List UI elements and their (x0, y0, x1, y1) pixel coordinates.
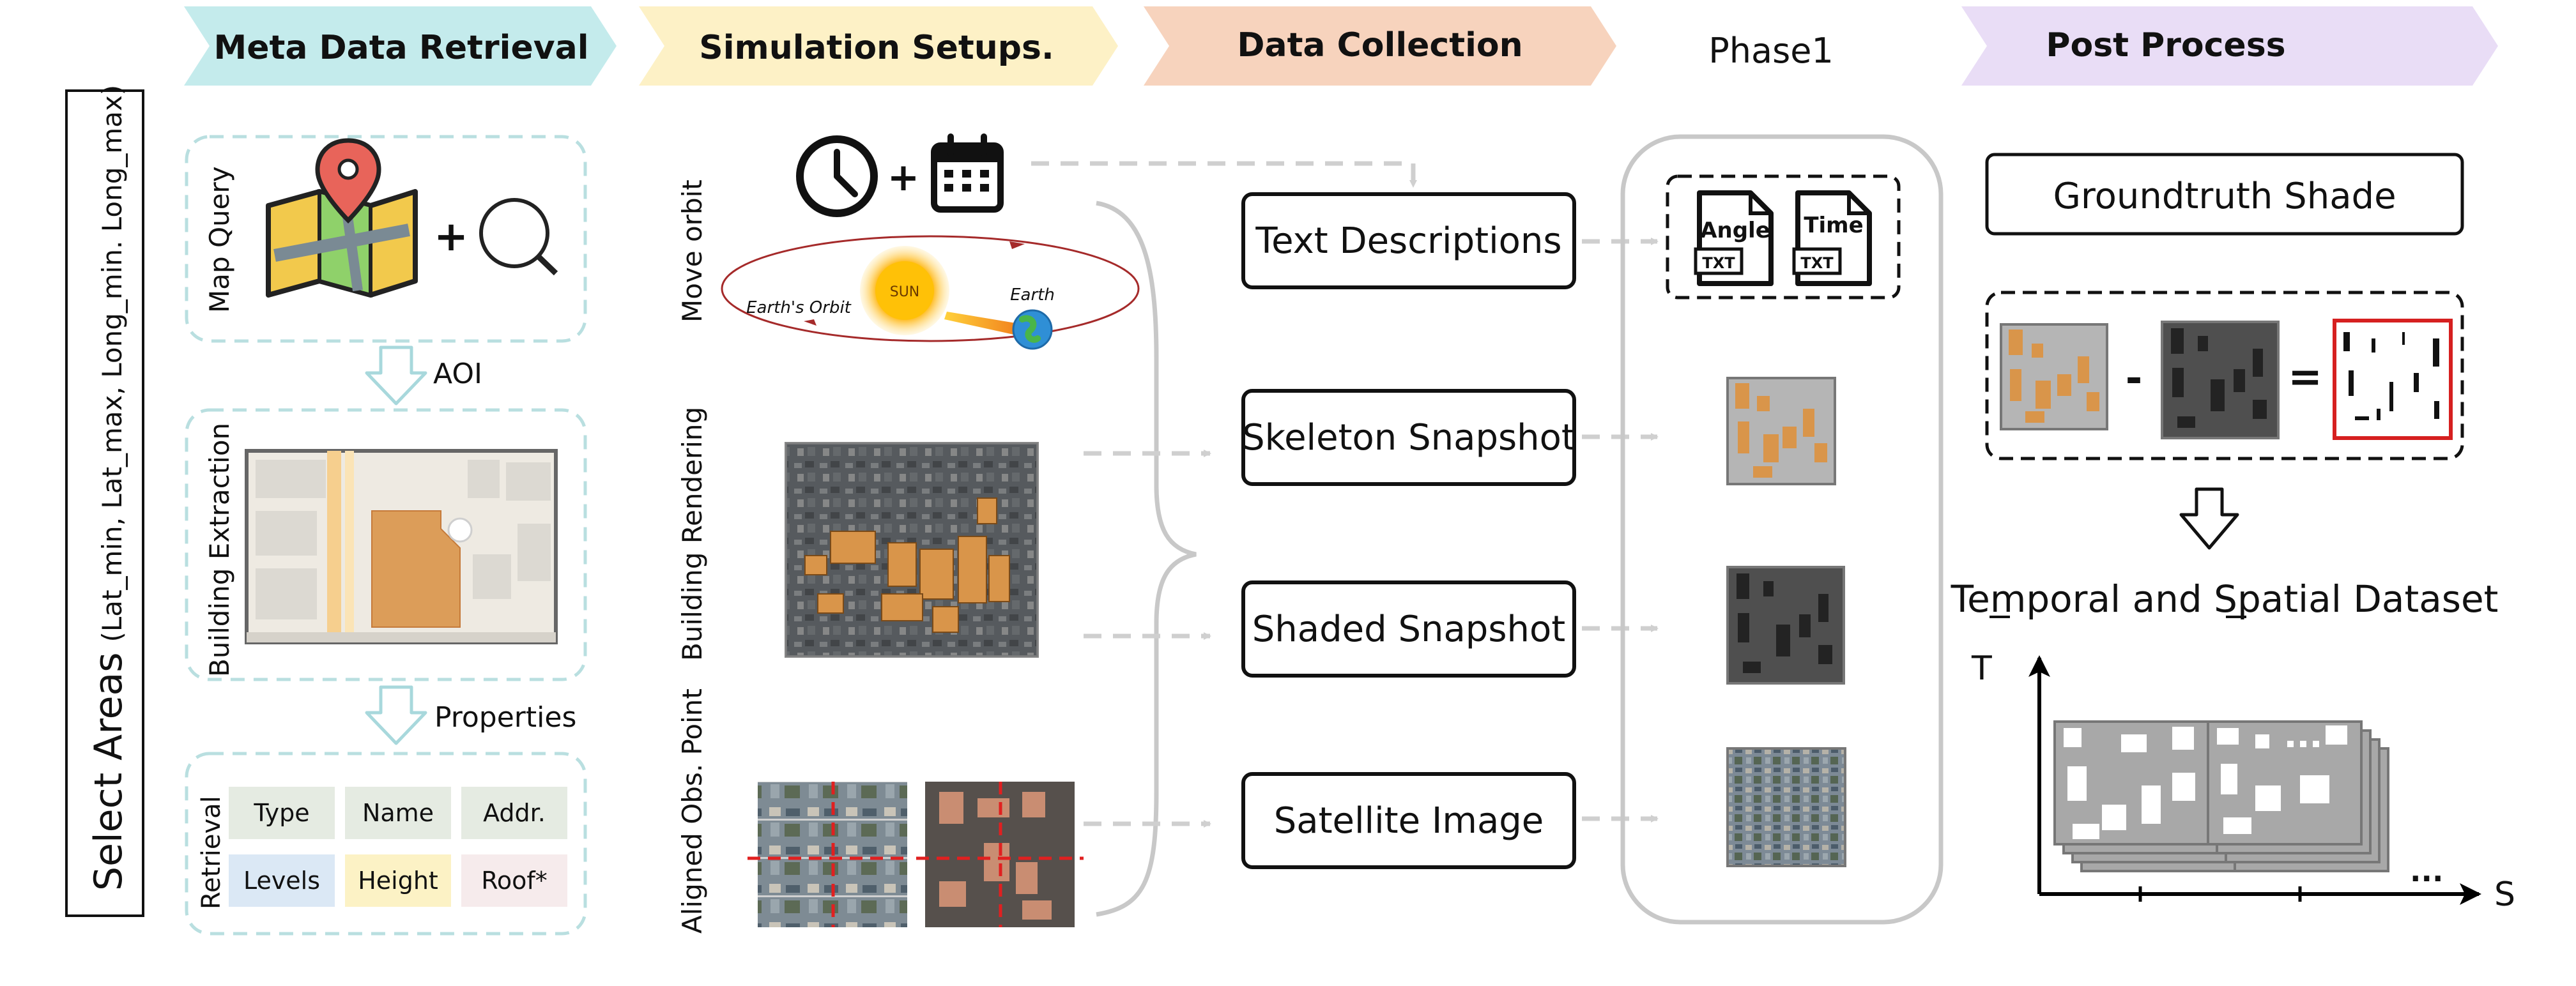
select-areas-box: Select Areas(Lat_min, Lat_max, Long_min.… (65, 85, 144, 917)
meta-panel (185, 135, 587, 936)
files-dashed-box (1666, 174, 1901, 300)
prop-addr-cell (461, 787, 567, 839)
osm-map-thumbnail (245, 449, 558, 644)
prop-height-cell (345, 854, 451, 907)
skeleton-snapshot-label: Skeleton Snapshot (1242, 417, 1575, 459)
angle-file-icon: Angle TXT (1694, 190, 1774, 286)
map-query-label: Map Query (204, 166, 235, 313)
magnifier-icon (479, 198, 558, 276)
angle-file-label: Angle (1700, 218, 1770, 243)
property-grid: Type Name Addr. Levels Height Roof* (229, 787, 567, 907)
move-orbit-label: Move orbit (677, 179, 708, 322)
skeleton-thumbnail (1726, 377, 1836, 485)
time-file-label: Time (1804, 213, 1863, 238)
properties-arrow (365, 685, 427, 745)
prop-levels: Levels (243, 867, 320, 895)
prop-name: Name (362, 799, 434, 827)
stage-sim-label: Simulation Setups. (699, 29, 1054, 67)
shaded-thumbnail (1726, 566, 1845, 685)
shaded-snapshot-label: Shaded Snapshot (1252, 609, 1566, 650)
groundtruth-result (2333, 319, 2453, 440)
retrieval-label: Retrieval (197, 796, 226, 909)
prop-height: Height (358, 867, 438, 895)
time-file-icon: Time TXT (1792, 190, 1872, 286)
shaded-snapshot-box (1241, 580, 1576, 678)
sun-label: SUN (890, 284, 920, 300)
stage-meta-label: Meta Data Retrieval (213, 29, 588, 67)
earth-orbit-label: Earth's Orbit (746, 298, 852, 317)
satellite-image-label: Satellite Image (1274, 800, 1544, 842)
stage-post-banner (1961, 6, 2498, 86)
prop-type-cell (229, 787, 335, 839)
stage-meta-banner (184, 6, 617, 86)
dataset-label: Temporal and Spatial Dataset (1951, 577, 2499, 621)
phase-label: Phase1 (1708, 31, 1834, 71)
building-render-image (785, 442, 1039, 658)
post-down-arrow (2179, 487, 2239, 550)
time-file-tag: TXT (1800, 254, 1834, 272)
stage-post-label: Post Process (2046, 26, 2285, 64)
subtraction-dashed-box (1985, 291, 2464, 460)
groundtruth-label: Groundtruth Shade (2053, 176, 2396, 217)
text-descriptions-label: Text Descriptions (1255, 220, 1561, 262)
aligned-render-image (916, 782, 1084, 927)
stage-sim-banner (639, 6, 1118, 86)
minus-sign: - (2126, 355, 2143, 402)
prop-roof-cell (461, 854, 567, 907)
skeleton-operand (2000, 323, 2108, 430)
select-areas-label: Select Areas(Lat_min, Lat_max, Long_min.… (86, 85, 131, 891)
prop-addr: Addr. (483, 799, 546, 827)
dataset-stack-2 (2207, 720, 2389, 872)
gray-connectors (1031, 161, 1659, 828)
sim-plus: + (887, 155, 919, 200)
prop-roof: Roof* (481, 867, 548, 895)
map-query-box (185, 135, 587, 343)
prop-levels-cell (229, 854, 335, 907)
earth-label: Earth (1010, 285, 1055, 305)
dataset-ellipsis: ... (2410, 854, 2443, 888)
collection-boxes: Text Descriptions Skeleton Snapshot Shad… (1241, 192, 1576, 869)
prop-type: Type (253, 799, 309, 827)
aligned-satellite-image (747, 782, 907, 927)
axis-t-label: T (1971, 649, 1992, 688)
map-icon (266, 138, 418, 298)
aoi-arrow (365, 345, 427, 406)
text-descriptions-box (1241, 192, 1576, 289)
stage-collect-banner (1144, 6, 1616, 86)
stage-headers: Meta Data Retrieval Simulation Setups. D… (184, 6, 2498, 86)
angle-file-tag: TXT (1702, 254, 1735, 272)
stage-collect-label: Data Collection (1237, 26, 1522, 64)
map-plus: + (434, 213, 468, 261)
building-extraction-label: Building Extraction (204, 423, 235, 677)
properties-label: Properties (434, 701, 576, 734)
aoi-label: AOI (433, 358, 482, 390)
orbit-illustration: SUN Earth Earth's Orbit (721, 235, 1140, 350)
shaded-operand (2161, 321, 2280, 439)
satellite-thumbnail (1726, 747, 1846, 867)
properties-box (185, 752, 587, 936)
building-rendering-label: Building Rendering (677, 407, 708, 661)
phase1-panel (1620, 134, 1943, 925)
axis-s-label: S (2494, 876, 2515, 914)
sunlight-beam (944, 312, 1025, 337)
prop-name-cell (345, 787, 451, 839)
clock-icon (796, 135, 878, 217)
equals-sign: = (2288, 354, 2322, 401)
aligned-obs-label: Aligned Obs. Point (677, 688, 708, 934)
satellite-image-box (1241, 772, 1576, 869)
calendar-icon (931, 133, 1004, 213)
skeleton-snapshot-box (1241, 389, 1576, 486)
sim-brace (1096, 201, 1197, 917)
groundtruth-box (1985, 153, 2464, 236)
